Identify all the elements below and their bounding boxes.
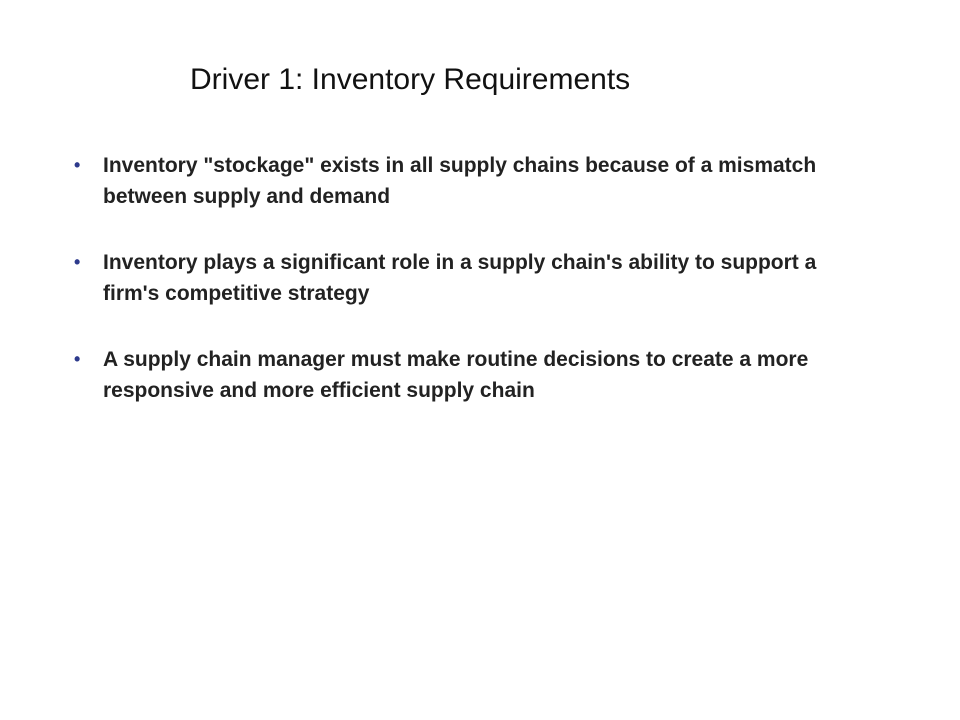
bullet-dot-icon: • — [74, 155, 81, 175]
bullet-text: A supply chain manager must make routine… — [103, 348, 809, 402]
bullet-text: Inventory plays a significant role in a … — [103, 251, 817, 305]
bullet-dot-icon: • — [74, 252, 81, 272]
bullet-list: • Inventory "stockage" exists in all sup… — [74, 150, 874, 441]
bullet-item: • A supply chain manager must make routi… — [74, 344, 874, 406]
bullet-item: • Inventory plays a significant role in … — [74, 247, 874, 309]
bullet-text: Inventory "stockage" exists in all suppl… — [103, 154, 817, 208]
bullet-item: • Inventory "stockage" exists in all sup… — [74, 150, 874, 212]
slide-title: Driver 1: Inventory Requirements — [190, 63, 631, 96]
bullet-dot-icon: • — [74, 349, 81, 369]
